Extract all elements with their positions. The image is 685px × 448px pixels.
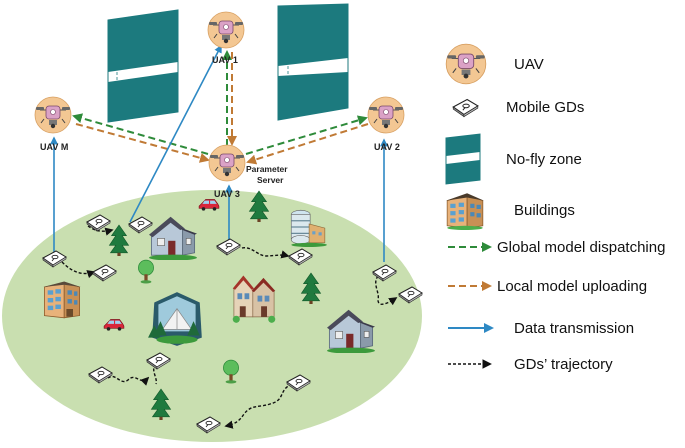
ground-area	[2, 190, 422, 442]
gd-trajectory	[87, 225, 114, 236]
drone-icon	[208, 144, 246, 182]
uav-m: UAV M	[34, 96, 72, 152]
legend-label-data-transmission: Data transmission	[514, 320, 634, 337]
upload-arrow-from-uav2	[246, 123, 369, 165]
legend-item-data-transmission: Data transmission	[448, 320, 634, 337]
building-icon	[42, 280, 82, 319]
gd-trajectory	[61, 261, 96, 279]
parameter-server-label-line2: Server	[257, 175, 284, 185]
legend-label-no-fly-zone: No-fly zone	[506, 151, 582, 168]
legend-label-trajectory: GDs’ trajectory	[514, 356, 613, 373]
legend-label-global-dispatch: Global model dispatching	[497, 239, 665, 256]
legend: UAV Mobile GDs No-fly zone Buildings Glo…	[445, 43, 665, 373]
dispatch-arrow-to-uavm	[72, 113, 209, 155]
gd-trajectory	[107, 375, 150, 386]
mobile-device-icon	[452, 98, 479, 118]
legend-item-no-fly-zone: No-fly zone	[445, 133, 582, 185]
legend-item-local-upload: Local model uploading	[448, 278, 647, 295]
legend-item-trajectory: GDs’ trajectory	[448, 356, 613, 373]
legend-label-buildings: Buildings	[514, 202, 575, 219]
uav-m-label: UAV M	[40, 142, 68, 152]
uav-2-label: UAV 2	[374, 142, 400, 152]
no-fly-zone-left	[107, 9, 179, 123]
legend-label-mobile-gds: Mobile GDs	[506, 99, 584, 116]
gd-trajectory	[375, 275, 398, 306]
legend-item-uav: UAV	[445, 43, 544, 85]
data-link-gd-to-uav1	[129, 44, 222, 223]
uav-3-label: UAV 3	[214, 189, 240, 199]
parameter-server-label-line1: Parameter	[246, 164, 288, 174]
uav-2: UAV 2	[367, 96, 405, 152]
drone-icon	[445, 43, 487, 85]
dispatch-arrow-to-uav2	[245, 115, 368, 155]
legend-item-global-dispatch: Global model dispatching	[448, 239, 665, 256]
legend-label-uav: UAV	[514, 56, 544, 73]
no-fly-zone-box-icon	[445, 133, 481, 185]
legend-item-mobile-gds: Mobile GDs	[452, 98, 584, 118]
uav-1: UAV 1	[207, 11, 245, 65]
upload-arrow-from-uavm	[75, 123, 210, 163]
legend-label-local-upload: Local model uploading	[497, 278, 647, 295]
drone-icon	[34, 96, 72, 134]
drone-icon	[207, 11, 245, 49]
uav-1-label: UAV 1	[212, 55, 238, 65]
gd-trajectory	[241, 247, 290, 259]
legend-item-buildings: Buildings	[445, 192, 575, 230]
uav-3-parameter-server: UAV 3 Parameter Server	[208, 144, 288, 199]
gd-trajectory	[224, 383, 293, 429]
no-fly-zone-right	[277, 3, 349, 121]
building-icon	[445, 192, 485, 230]
drone-icon	[367, 96, 405, 134]
